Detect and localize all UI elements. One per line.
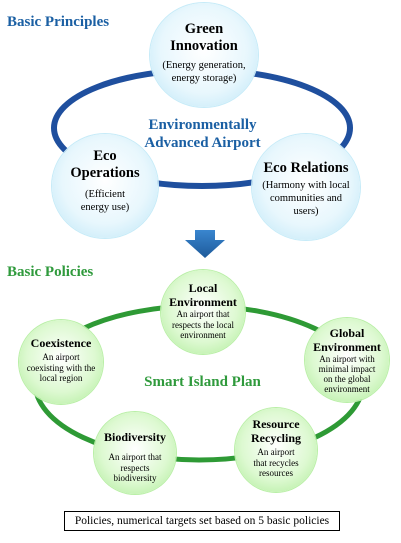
basic-principles-heading: Basic Principles: [7, 14, 110, 30]
eco-relations-desc-2: communities and: [269, 193, 343, 204]
eco-operations-desc-2: energy use): [80, 202, 130, 213]
coexistence-desc-1: An airport: [42, 352, 80, 362]
local-environment-title-1: Local: [188, 281, 218, 295]
circle-global-environment: Global Environment An airport with minim…: [305, 318, 389, 402]
biodiversity-desc-2: respects: [120, 462, 150, 473]
coexistence-title: Coexistence: [30, 336, 92, 350]
local-environment-desc-2: respects the local: [172, 319, 234, 330]
green-innovation-desc-2: energy storage): [171, 73, 237, 84]
circle-coexistence: Coexistence An airport coexisting with t…: [19, 320, 103, 404]
principles-center-line2: Advanced Airport: [144, 135, 261, 151]
circle-local-environment: Local Environment An airport that respec…: [161, 270, 245, 354]
resource-recycling-title-2: Recycling: [251, 431, 301, 445]
local-environment-title-2: Environment: [169, 295, 237, 309]
green-innovation-title-1: Green: [184, 21, 224, 37]
global-environment-desc-2: minimal impact: [318, 364, 376, 374]
eco-operations-desc-1: (Efficient: [84, 189, 126, 200]
biodiversity-desc-1: An airport that: [108, 452, 162, 462]
basic-policies-heading: Basic Policies: [7, 264, 94, 280]
eco-relations-desc-1: (Harmony with local: [262, 180, 350, 191]
global-environment-title-2: Environment: [313, 339, 381, 354]
eco-operations-title-2: Operations: [70, 165, 140, 181]
policies-center-label: Smart Island Plan: [144, 374, 261, 390]
global-environment-desc-3: on the global: [323, 374, 371, 384]
principles-center-line1: Environmentally: [148, 117, 257, 133]
circle-green-innovation: Green Innovation (Energy generation, ene…: [150, 3, 258, 107]
eco-operations-title-1: Eco: [93, 148, 117, 164]
down-arrow-icon: [185, 230, 225, 258]
resource-recycling-desc-2: that recycles: [253, 457, 299, 468]
circle-biodiversity: Biodiversity An airport that respects bi…: [94, 412, 176, 494]
local-environment-desc-1: An airport that: [176, 309, 230, 319]
circle-resource-recycling: Resource Recycling An airport that recyc…: [235, 408, 317, 492]
footer-note-box: Policies, numerical targets set based on…: [64, 511, 340, 531]
biodiversity-title: Biodiversity: [104, 430, 166, 444]
green-innovation-title-2: Innovation: [170, 38, 238, 54]
principles-center-label: Environmentally Advanced Airport: [120, 116, 285, 152]
coexistence-desc-2: coexisting with the: [26, 362, 96, 373]
local-environment-desc-3: environment: [180, 330, 226, 340]
resource-recycling-desc-3: resources: [259, 468, 293, 478]
green-innovation-desc-1: (Energy generation,: [162, 60, 246, 71]
footer-note-text: Policies, numerical targets set based on…: [74, 515, 330, 527]
circle-eco-operations: Eco Operations (Efficient energy use): [52, 134, 158, 238]
global-environment-desc-4: environment: [324, 384, 370, 394]
resource-recycling-desc-1: An airport: [257, 447, 295, 457]
biodiversity-desc-3: biodiversity: [113, 473, 157, 483]
resource-recycling-title-1: Resource: [252, 417, 300, 431]
global-environment-desc-1: An airport with: [319, 354, 375, 364]
circle-eco-relations: Eco Relations (Harmony with local commun…: [252, 134, 360, 240]
eco-relations-title: Eco Relations: [263, 160, 349, 176]
coexistence-desc-3: local region: [39, 373, 83, 383]
global-environment-title-1: Global: [329, 326, 365, 340]
eco-relations-desc-3: users): [293, 206, 319, 217]
